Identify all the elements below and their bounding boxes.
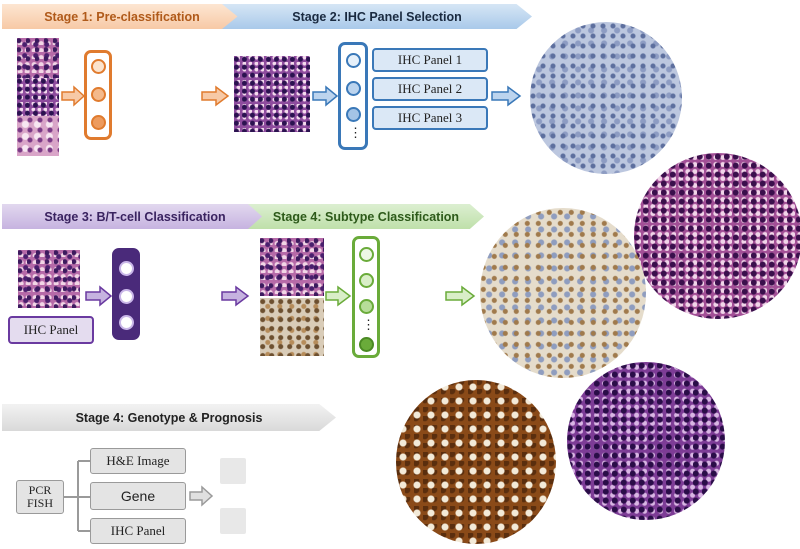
network-node <box>358 337 374 352</box>
he-image-label: H&E Image <box>106 453 170 468</box>
arrow-stage2-input <box>312 85 339 107</box>
arrow-stage3-input <box>85 285 113 307</box>
ihc-panel-1-box: IHC Panel 1 <box>372 48 488 72</box>
stage4-subtype-banner: Stage 4: Subtype Classification <box>248 204 484 229</box>
he-image-box: H&E Image <box>90 448 186 474</box>
stage3-title: Stage 3: B/T-cell Classification <box>44 209 226 224</box>
arrow-stage3-output <box>221 285 250 307</box>
network-node <box>358 273 374 288</box>
stage3-ihc-panel-label: IHC Panel <box>23 322 79 337</box>
ihc-panel-3-label: IHC Panel 3 <box>397 110 463 125</box>
stage4-genotype-banner: Stage 4: Genotype & Prognosis <box>2 404 336 431</box>
tma-core-ihc-mixed <box>480 208 646 378</box>
network-node <box>90 115 106 130</box>
network-node <box>358 299 374 314</box>
stage1-title: Stage 1: Pre-classification <box>44 9 200 24</box>
arrow-stage1-input <box>61 85 86 107</box>
tma-core-ihc-blue <box>530 22 682 174</box>
network-node <box>345 81 361 96</box>
ihc-image-stage4 <box>260 298 324 356</box>
pcr-gene-connector <box>64 460 90 532</box>
stage2-title: Stage 2: IHC Panel Selection <box>292 9 462 24</box>
fish-label: FISH <box>26 496 53 510</box>
stage2-network: ⋮ <box>338 42 368 150</box>
arrow-stage1-output <box>201 85 230 107</box>
arrow-stage4-input <box>325 285 352 307</box>
arrow-gene-output <box>189 485 214 507</box>
he-image-stage3 <box>18 250 80 308</box>
network-node <box>345 53 361 68</box>
he-patch-1 <box>17 38 59 78</box>
network-node <box>118 315 134 330</box>
ihc-panel-2-box: IHC Panel 2 <box>372 77 488 101</box>
network-node <box>90 87 106 102</box>
output-placeholder-2 <box>220 508 246 534</box>
stage4-network: ⋮ <box>352 236 380 358</box>
network-node <box>90 59 106 74</box>
network-node <box>118 289 134 304</box>
network-node <box>358 247 374 262</box>
stage4-subtype-title: Stage 4: Subtype Classification <box>272 209 460 224</box>
ihc-panel-label: IHC Panel <box>110 523 166 538</box>
tma-core-he-1 <box>634 153 800 319</box>
ihc-panel-2-label: IHC Panel 2 <box>397 81 463 96</box>
pcr-label: PCR <box>28 483 52 497</box>
ihc-panel-1-label: IHC Panel 1 <box>397 52 463 67</box>
he-patch-3 <box>17 116 59 156</box>
stage3-ihc-panel-box: IHC Panel <box>8 316 94 344</box>
tma-core-he-2 <box>567 362 725 520</box>
network-node <box>118 261 134 276</box>
tma-core-ihc-brown <box>396 380 556 544</box>
stage1-network <box>84 50 112 140</box>
stage3-banner: Stage 3: B/T-cell Classification <box>2 204 268 229</box>
network-node <box>345 107 361 122</box>
arrow-stage2-output <box>491 85 522 107</box>
ihc-panel-3-box: IHC Panel 3 <box>372 106 488 130</box>
he-image-stage4 <box>260 238 324 296</box>
stage2-banner: Stage 2: IHC Panel Selection <box>222 4 532 29</box>
gene-label: Gene <box>120 488 156 504</box>
ellipsis: ⋮ <box>362 317 375 332</box>
arrow-stage4-output <box>445 285 476 307</box>
ihc-panel-box: IHC Panel <box>90 518 186 544</box>
ellipsis: ⋮ <box>349 125 362 140</box>
he-patch-2 <box>17 78 59 116</box>
stage3-network <box>112 248 140 340</box>
gene-box: Gene <box>90 482 186 510</box>
output-placeholder-1 <box>220 458 246 484</box>
stage1-banner: Stage 1: Pre-classification <box>2 4 242 29</box>
stage4-genotype-title: Stage 4: Genotype & Prognosis <box>75 410 263 425</box>
he-image-stage2 <box>234 56 310 132</box>
pcr-fish-box: PCR FISH <box>16 480 64 514</box>
